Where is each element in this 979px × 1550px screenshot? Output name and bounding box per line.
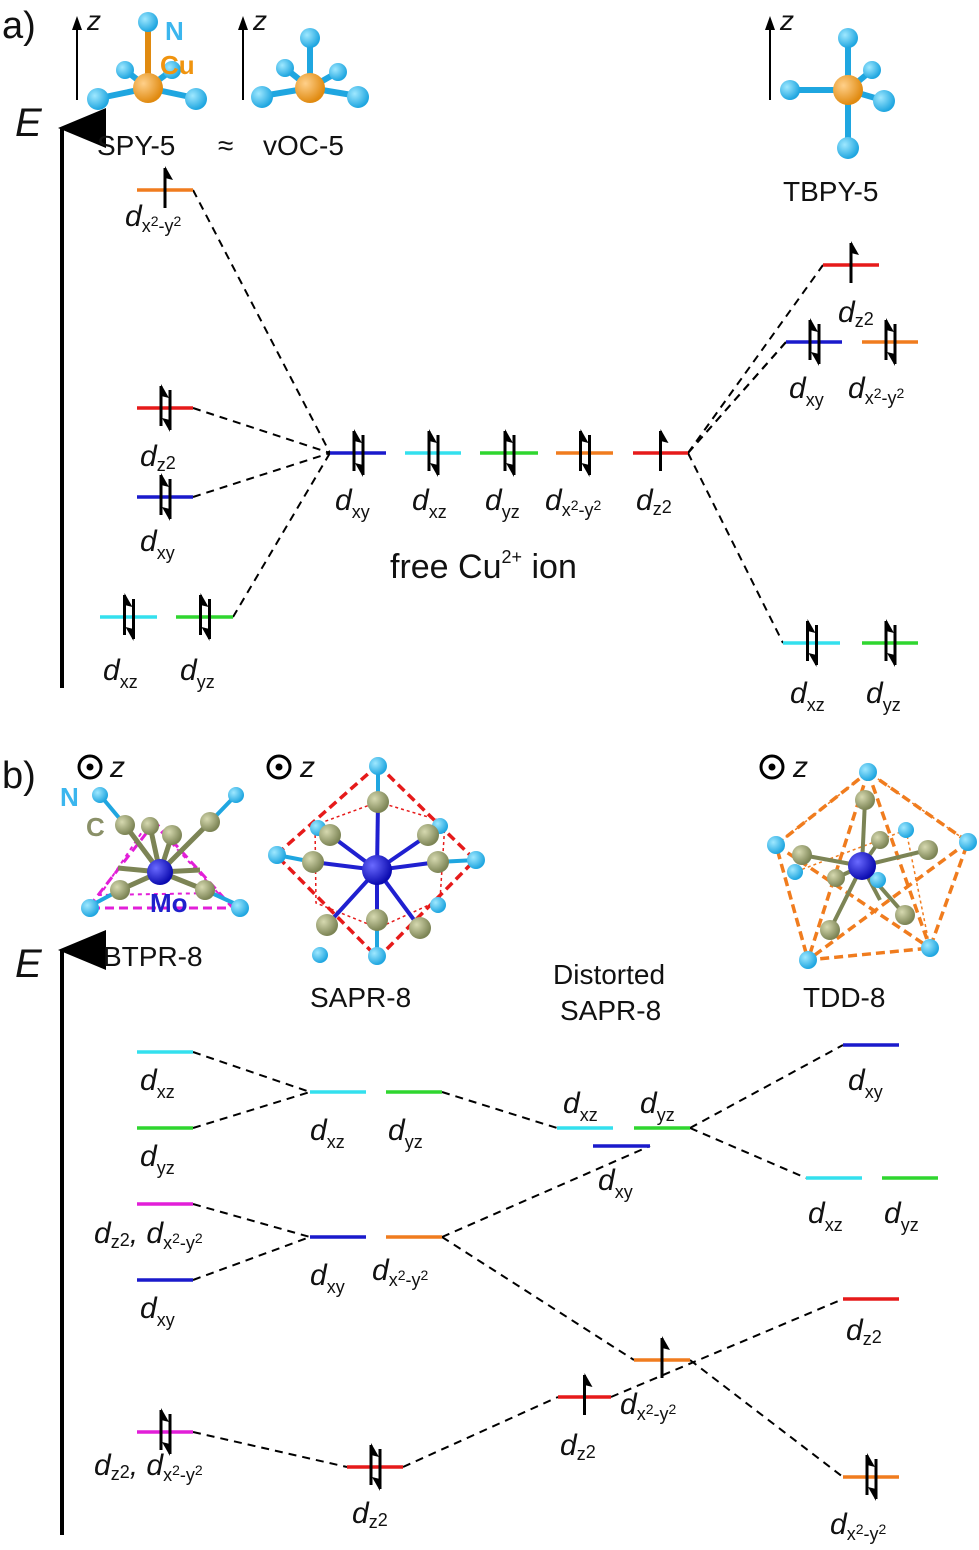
svg-text:z: z: [86, 5, 101, 36]
a-spy-z2-label: dz2: [140, 440, 176, 475]
b-dsapr-z2-label: dz2: [560, 1429, 596, 1464]
a-spy-xy-label: dxy: [140, 525, 175, 563]
correlation-lines-b: [192, 1044, 844, 1478]
a-free-x2y2-label: dx2-y2: [545, 484, 601, 520]
a-spy-xz-label: dxz: [103, 654, 138, 692]
a-free-yz-label: dyz: [485, 484, 520, 522]
sapr-8-molecule: [268, 757, 485, 965]
energy-label-a: E: [15, 101, 43, 145]
atom-label-n-a: N: [165, 16, 184, 46]
voc-5-molecule: [251, 28, 369, 108]
free-ion-label: free Cu2+ ion: [390, 547, 577, 586]
sapr-z-axis: z: [266, 751, 315, 784]
b-dsapr-xy-label: dxy: [598, 1164, 633, 1202]
b-sapr-xy-label: dxy: [310, 1259, 345, 1297]
panel-a-label: a): [2, 5, 36, 47]
b-btpr-z2x2y2-empty-label: dz2, dx2-y2: [94, 1217, 203, 1253]
spy-5-molecule: [87, 12, 207, 110]
a-free-xy-label: dxy: [335, 484, 370, 522]
tbpy-z-axis: z: [765, 5, 794, 100]
b-tdd-x2y2-label: dx2-y2: [830, 1508, 886, 1544]
svg-text:z: z: [792, 751, 808, 784]
tdd-8-molecule: [767, 763, 977, 969]
tdd-8-name: TDD-8: [803, 982, 885, 1013]
b-btpr-xy-label: dxy: [140, 1292, 175, 1330]
voc-z-axis: z: [238, 5, 267, 100]
tbpy-5-name: TBPY-5: [783, 176, 878, 207]
a-free-z2-label: dz2: [636, 484, 672, 519]
b-dsapr-xz-label: dxz: [563, 1087, 598, 1125]
b-dsapr-yz-label: dyz: [640, 1087, 675, 1125]
btpr-8-name: BTPR-8: [103, 941, 203, 972]
a-free-xz-label: dxz: [412, 484, 447, 522]
sapr-8-name: SAPR-8: [310, 982, 411, 1013]
tbpy-5-molecule: [780, 28, 895, 159]
a-tbpy-x2y2-label: dx2-y2: [848, 372, 904, 408]
b-btpr-yz-label: dyz: [140, 1140, 175, 1178]
b-dsapr-x2y2-label: dx2-y2: [620, 1388, 676, 1424]
atom-label-cu: Cu: [160, 50, 195, 80]
svg-text:z: z: [252, 5, 267, 36]
b-btpr-z2x2y2-filled-label: dz2, dx2-y2: [94, 1449, 203, 1485]
a-spy-yz-label: dyz: [180, 654, 215, 692]
svg-text:z: z: [299, 751, 315, 784]
distorted-label-line1: Distorted: [553, 959, 665, 990]
svg-text:z: z: [109, 751, 125, 784]
a-spy-x2y2-label: dx2-y2: [125, 200, 181, 236]
orbital-levels: dx2-y2 dz2 dxy dxz dyz dxy dxz dyz dx2-y2 dz2 dz2 d…: [94, 166, 938, 1544]
b-tdd-yz-label: dyz: [884, 1197, 919, 1235]
b-sapr-z2-label: dz2: [352, 1497, 388, 1532]
b-sapr-x2y2-label: dx2-y2: [372, 1254, 428, 1290]
b-sapr-yz-label: dyz: [388, 1114, 423, 1152]
b-tdd-xz-label: dxz: [808, 1197, 843, 1235]
atom-label-n-b: N: [60, 782, 79, 812]
approx-symbol: ≈: [218, 130, 233, 161]
a-tbpy-yz-label: dyz: [866, 677, 901, 715]
a-tbpy-z2-label: dz2: [838, 296, 874, 331]
voc-5-name: vOC-5: [263, 130, 344, 161]
btpr-z-axis: z: [77, 751, 125, 784]
distorted-label-line2: SAPR-8: [560, 995, 661, 1026]
spy-5-name: SPY-5: [97, 130, 175, 161]
tdd-z-axis: z: [759, 751, 808, 784]
spy-z-axis: z: [72, 5, 101, 100]
svg-text:z: z: [779, 5, 794, 36]
a-tbpy-xz-label: dxz: [790, 677, 825, 715]
atom-label-mo: Mo: [150, 888, 188, 918]
b-tdd-z2-label: dz2: [846, 1314, 882, 1349]
panel-b-label: b): [2, 755, 36, 797]
btpr-8-molecule: [81, 787, 249, 917]
b-tdd-xy-label: dxy: [848, 1064, 883, 1102]
correlation-lines-a: [192, 189, 824, 644]
b-sapr-xz-label: dxz: [310, 1114, 345, 1152]
atom-label-c: C: [86, 812, 105, 842]
a-tbpy-xy-label: dxy: [789, 372, 824, 410]
b-btpr-xz-label: dxz: [140, 1064, 175, 1102]
energy-label-b: E: [15, 942, 43, 986]
